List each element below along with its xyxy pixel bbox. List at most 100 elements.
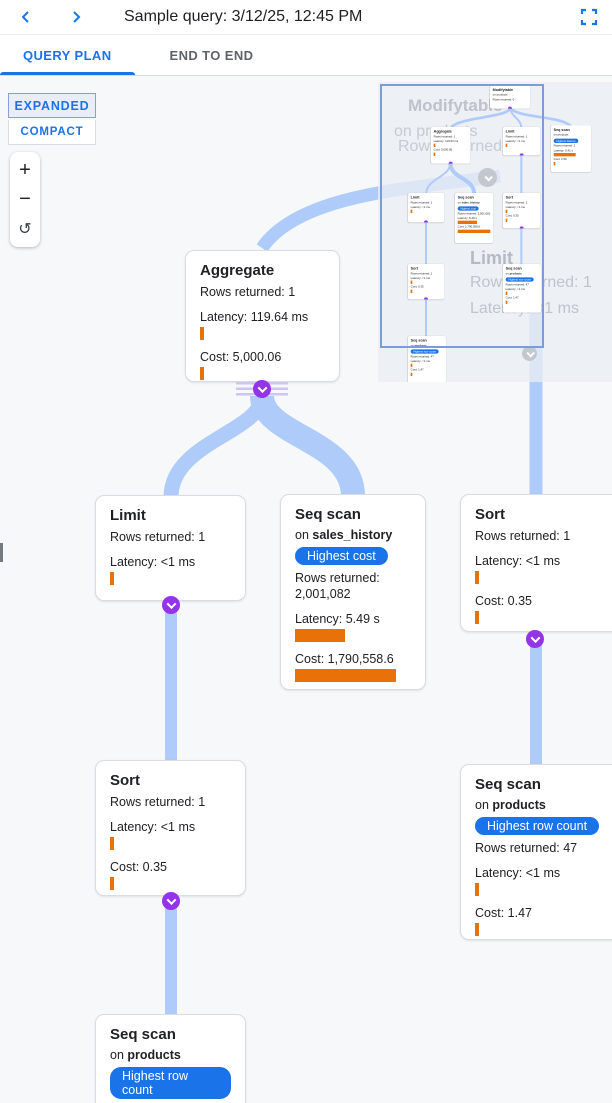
header: Sample query: 3/12/25, 12:45 PM xyxy=(0,0,612,35)
tab-end-to-end[interactable]: END TO END xyxy=(169,47,254,63)
latency-bar xyxy=(475,571,479,584)
minimap-edges xyxy=(424,106,572,336)
highest-row-count-badge: Highest row count xyxy=(110,1067,231,1099)
node-rows: Rows returned: 1 xyxy=(110,795,206,809)
node-rows: Rows returned: 1 xyxy=(475,529,571,543)
expanded-button[interactable]: EXPANDED xyxy=(8,93,96,118)
fullscreen-button[interactable] xyxy=(577,5,601,29)
node-title: Limit xyxy=(110,507,146,524)
mini-collapse-dot xyxy=(507,106,512,109)
node-rows: Rows returned: 2,001,082 xyxy=(295,571,380,601)
node-latency: Latency: <1 ms xyxy=(475,554,561,568)
mini-collapse-dot xyxy=(519,226,524,229)
page-title: Sample query: 3/12/25, 12:45 PM xyxy=(124,8,363,25)
forward-button[interactable] xyxy=(64,5,88,29)
mini-node-seq-scan-products-right: Seq scan on products Highest row count R… xyxy=(502,263,541,313)
node-latency: Latency: <1 ms xyxy=(110,555,196,569)
node-latency: Latency: 119.64 ms xyxy=(200,310,309,324)
node-sort-left[interactable]: Sort Rows returned: 1 Latency: <1 ms Cos… xyxy=(95,760,246,896)
node-title: Sort xyxy=(475,506,505,523)
node-seq-scan-products-right[interactable]: Seq scan on products Highest row count R… xyxy=(460,764,612,940)
mini-collapse-dot xyxy=(423,297,428,300)
cost-bar xyxy=(475,923,479,936)
edge-aggregate-limit xyxy=(163,394,270,498)
mini-node-seq-scan-latency: Seq scan on products Highest latency Row… xyxy=(550,125,591,172)
node-cost: Cost: 5,000.06 xyxy=(200,350,282,364)
left-scroll-handle[interactable] xyxy=(0,543,3,562)
mini-node-seq-scan-products-bottom: Seq scan on products Highest row count R… xyxy=(407,335,446,382)
highest-cost-badge: Highest cost xyxy=(457,206,479,211)
cost-bar xyxy=(200,367,204,380)
node-rows: Rows returned: 1 xyxy=(200,285,296,299)
ghost-collapse-button xyxy=(522,346,537,361)
node-title: Seq scan xyxy=(475,776,541,793)
node-latency: Latency: 5.49 s xyxy=(295,612,380,626)
ghost-modifytable-title: Modifytable xyxy=(408,96,503,115)
node-seq-scan-sales-history[interactable]: Seq scan on sales_history Highest cost R… xyxy=(280,494,426,690)
node-rows: Rows returned: 1 xyxy=(110,530,206,544)
latency-bar xyxy=(295,629,345,642)
mini-node-modifytable: Modifytable on products Rows returned: 0 xyxy=(489,85,530,109)
chevron-down-icon xyxy=(530,632,540,643)
minimap[interactable]: Modifytable on products Rows returned: 0… xyxy=(378,82,612,382)
mini-collapse-dot xyxy=(448,161,453,164)
highest-latency-badge: Highest latency xyxy=(553,138,579,144)
reset-zoom-button[interactable]: ↺ xyxy=(18,220,32,238)
mini-node-sort-mid: Sort Rows returned: 1 Latency: <1 ms Cos… xyxy=(502,192,540,229)
node-cost: Cost: 1,790,558.6 xyxy=(295,652,394,666)
node-table: on products xyxy=(110,1048,181,1062)
mini-collapse-dot xyxy=(519,153,524,156)
ghost-limit-title: Limit xyxy=(470,248,513,268)
minimap-graph: Modifytable on products Rows returned: 0… xyxy=(378,82,612,382)
latency-bar xyxy=(200,327,204,340)
back-button[interactable] xyxy=(14,5,38,29)
highest-row-count-badge: Highest row count xyxy=(505,277,534,282)
zoom-panel: + − ↺ xyxy=(10,152,40,247)
node-latency: Latency: <1 ms xyxy=(110,820,196,834)
cost-bar xyxy=(475,611,479,624)
collapse-button-aggregate[interactable] xyxy=(253,380,271,398)
cost-bar xyxy=(110,877,114,890)
latency-bar xyxy=(475,883,479,896)
chevron-down-icon xyxy=(166,894,176,905)
highest-row-count-badge: Highest row count xyxy=(410,349,439,354)
mini-node-aggregate: Aggregate Rows returned: 1 Latency: 119.… xyxy=(430,126,470,164)
minimap-viewport[interactable] xyxy=(380,84,544,348)
node-seq-scan-products-bottom[interactable]: Seq scan on products Highest row count R… xyxy=(95,1014,246,1103)
view-toggle: EXPANDED COMPACT xyxy=(8,93,96,145)
node-table: on products xyxy=(475,798,546,812)
collapse-button-sort-left[interactable] xyxy=(162,892,180,910)
node-title: Seq scan xyxy=(295,506,361,523)
node-cost: Cost: 1.47 xyxy=(475,906,532,920)
highest-row-count-badge: Highest row count xyxy=(475,817,600,835)
query-plan-canvas[interactable]: EXPANDED COMPACT + − ↺ Aggregate Rows re… xyxy=(0,76,612,1103)
ghost-collapse-button xyxy=(478,168,497,187)
mini-node-limit-left: Limit Rows returned: 1 Latency: <1 ms xyxy=(407,192,444,223)
latency-bar xyxy=(110,572,114,585)
compact-button[interactable]: COMPACT xyxy=(8,120,96,145)
latency-bar xyxy=(110,837,114,850)
node-sort-right[interactable]: Sort Rows returned: 1 Latency: <1 ms Cos… xyxy=(460,494,612,632)
node-aggregate[interactable]: Aggregate Rows returned: 1 Latency: 119.… xyxy=(185,250,340,382)
collapse-button-limit[interactable] xyxy=(162,596,180,614)
node-rows: Rows returned: 47 xyxy=(475,841,578,855)
mini-node-seq-scan-sales: Seq scan on sales_history Highest cost R… xyxy=(454,192,493,243)
zoom-out-button[interactable]: − xyxy=(19,188,31,210)
mini-node-limit-top: Limit Rows returned: 1 Latency: <1 ms xyxy=(502,126,540,156)
tab-bar: QUERY PLAN END TO END xyxy=(0,35,612,76)
node-cost: Cost: 0.35 xyxy=(110,860,167,874)
zoom-in-button[interactable]: + xyxy=(19,159,31,181)
fullscreen-icon xyxy=(580,8,598,26)
mini-node-sort-left: Sort Rows returned: 1 Latency: <1 ms Cos… xyxy=(407,263,444,300)
mini-collapse-dot xyxy=(423,220,428,223)
chevron-down-icon xyxy=(257,382,267,393)
cost-bar xyxy=(295,669,396,682)
chevron-right-icon xyxy=(73,11,81,23)
node-limit[interactable]: Limit Rows returned: 1 Latency: <1 ms xyxy=(95,495,246,601)
highest-cost-badge: Highest cost xyxy=(295,547,388,565)
chevron-down-icon xyxy=(166,598,176,609)
node-title: Sort xyxy=(110,772,140,789)
chevron-left-icon xyxy=(21,11,29,23)
tab-query-plan[interactable]: QUERY PLAN xyxy=(0,35,135,75)
collapse-button-sort-right[interactable] xyxy=(526,630,544,648)
